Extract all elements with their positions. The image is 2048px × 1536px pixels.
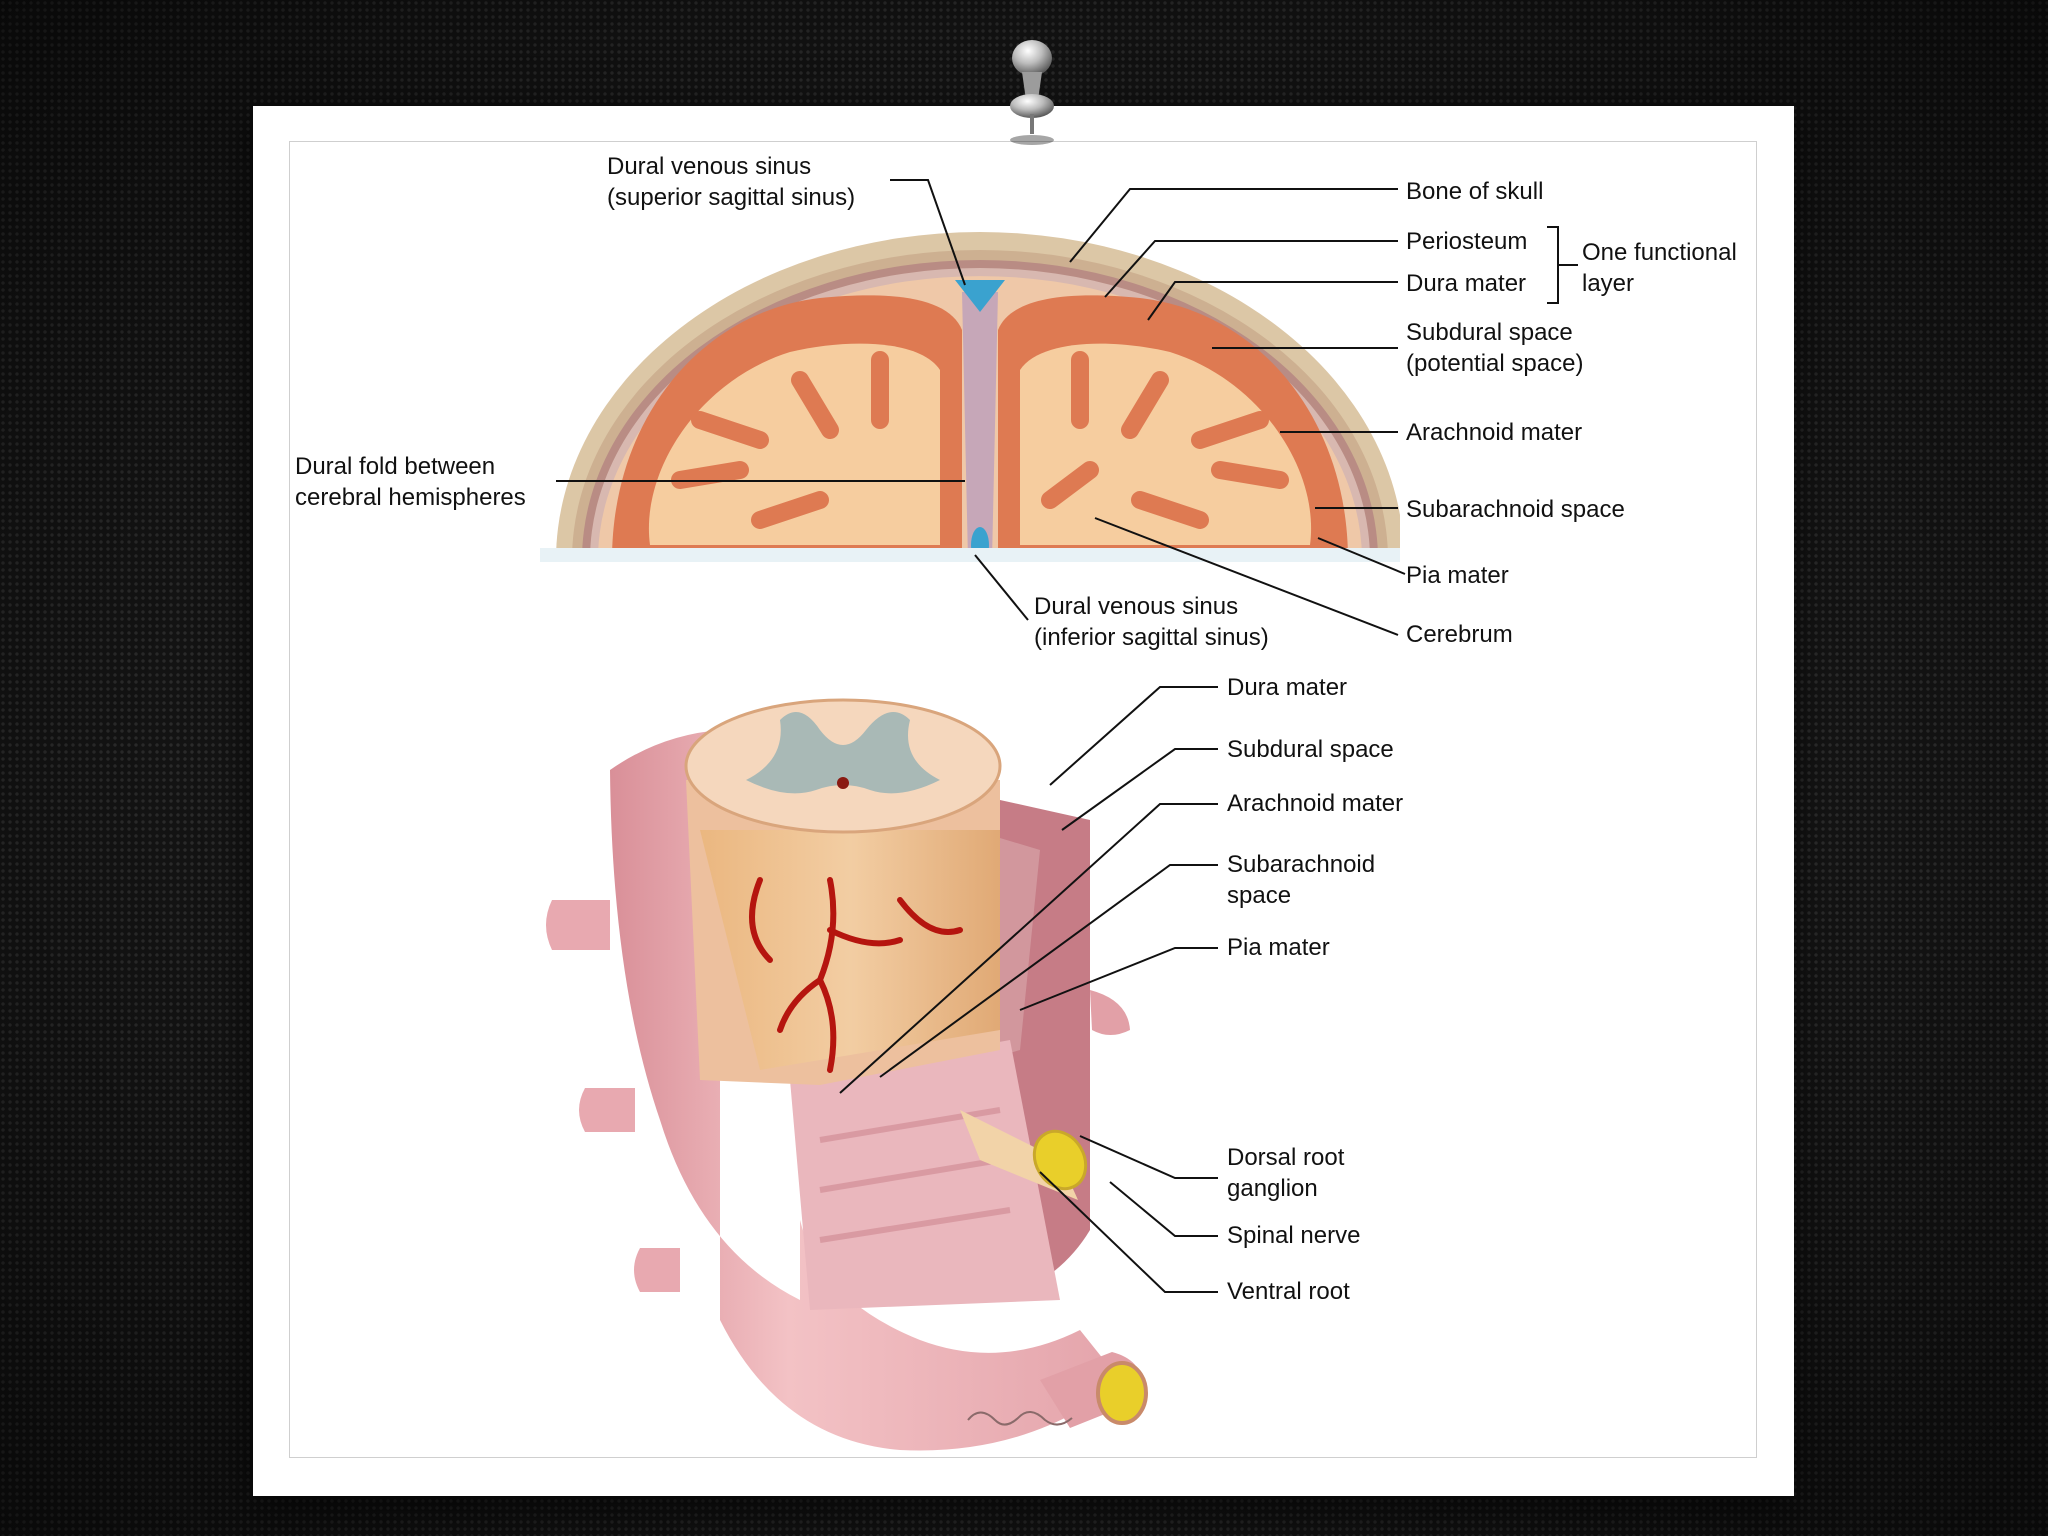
artist-signature: [967, 1411, 1073, 1426]
central-canal: [837, 777, 849, 789]
label-inferior-sinus: Dural venous sinus (inferior sagittal si…: [1034, 591, 1269, 653]
leader-dura-mater: [1147, 281, 1398, 321]
label-periosteum: Periosteum: [1406, 228, 1528, 255]
label-one-functional-line2: layer: [1582, 270, 1635, 297]
label-inferior-sinus-line1: Dural venous sinus: [1034, 593, 1239, 620]
label-one-functional-line1: One functional: [1582, 239, 1737, 266]
label-ventral-root: Ventral root: [1227, 1278, 1350, 1305]
superior-sagittal-sinus: [955, 280, 1005, 312]
leader-cerebrum: [1094, 517, 1399, 636]
label-dura-mater: Dura mater: [1406, 270, 1527, 297]
label-inferior-sinus-line2: (inferior sagittal sinus): [1034, 624, 1269, 651]
leader-spinal-nerve: [1109, 1181, 1218, 1237]
label-dural-fold-line2: cerebral hemispheres: [295, 484, 526, 511]
label-dural-fold: Dural fold between cerebral hemispheres: [295, 451, 526, 513]
label-spinal-subarachnoid-space: Subarachnoid space: [1227, 849, 1375, 911]
leader-superior-sinus: [890, 179, 966, 286]
leader-bone-of-skull: [1069, 188, 1398, 263]
leader-subarachnoid-space-spinal: [879, 864, 1218, 1078]
leader-bracket: [1547, 226, 1559, 304]
grey-matter: [746, 712, 940, 794]
label-spinal-dura-mater: Dura mater: [1227, 674, 1348, 701]
leader-dura-mater-spinal: [1049, 686, 1218, 786]
label-spinal-subdural-space: Subdural space: [1227, 736, 1394, 763]
label-bone-of-skull: Bone of skull: [1406, 178, 1544, 205]
spinal-cord-illustration: [546, 698, 1148, 1451]
brain-coronal-section: [540, 232, 1400, 562]
label-spinal-subarachnoid-line2: space: [1227, 882, 1292, 909]
leader-dorsal-root: [1079, 1135, 1218, 1179]
label-dural-fold-line1: Dural fold between: [295, 453, 496, 480]
label-dorsal-root-line1: Dorsal root: [1227, 1144, 1345, 1171]
label-spinal-subarachnoid-line1: Subarachnoid: [1227, 851, 1376, 878]
label-subarachnoid-space: Subarachnoid space: [1406, 496, 1625, 523]
label-arachnoid-mater: Arachnoid mater: [1406, 419, 1583, 446]
leader-ventral-root: [1039, 1171, 1218, 1293]
spinal-nerve-stump: [1096, 1361, 1148, 1425]
label-spinal-arachnoid-mater: Arachnoid mater: [1227, 790, 1404, 817]
spinal-vessels: [749, 877, 963, 1073]
pushpin-icon: [1010, 40, 1054, 145]
leader-pia-mater: [1317, 537, 1406, 575]
leader-subdural-space-spinal: [1061, 748, 1218, 831]
label-dorsal-root-line2: ganglion: [1227, 1175, 1318, 1202]
dorsal-root-ganglion: [1032, 1129, 1088, 1191]
leader-inferior-sinus: [974, 554, 1029, 621]
label-one-functional-layer: One functional layer: [1582, 237, 1737, 299]
dural-sheath: [610, 730, 1120, 1451]
leader-periosteum: [1104, 240, 1398, 298]
label-subdural-line2: (potential space): [1406, 350, 1584, 377]
label-spinal-pia-mater: Pia mater: [1227, 934, 1330, 961]
label-pia-mater: Pia mater: [1406, 562, 1509, 589]
figure-frame: [289, 141, 1757, 1458]
leader-arachnoid-mater-spinal: [839, 803, 1218, 1094]
leader-lines: [556, 179, 1578, 1293]
label-subdural-line1: Subdural space: [1406, 319, 1573, 346]
label-spinal-nerve: Spinal nerve: [1227, 1222, 1361, 1249]
dural-fold-falx: [962, 292, 998, 560]
label-dorsal-root-ganglion: Dorsal root ganglion: [1227, 1142, 1344, 1204]
label-superior-sinus-line1: Dural venous sinus: [607, 153, 812, 180]
leader-pia-mater-spinal: [1019, 947, 1218, 1011]
label-superior-sinus-line2: (superior sagittal sinus): [607, 184, 856, 211]
label-subdural-space: Subdural space (potential space): [1406, 317, 1583, 379]
label-superior-sinus: Dural venous sinus (superior sagittal si…: [607, 151, 855, 213]
label-cerebrum: Cerebrum: [1406, 621, 1513, 648]
